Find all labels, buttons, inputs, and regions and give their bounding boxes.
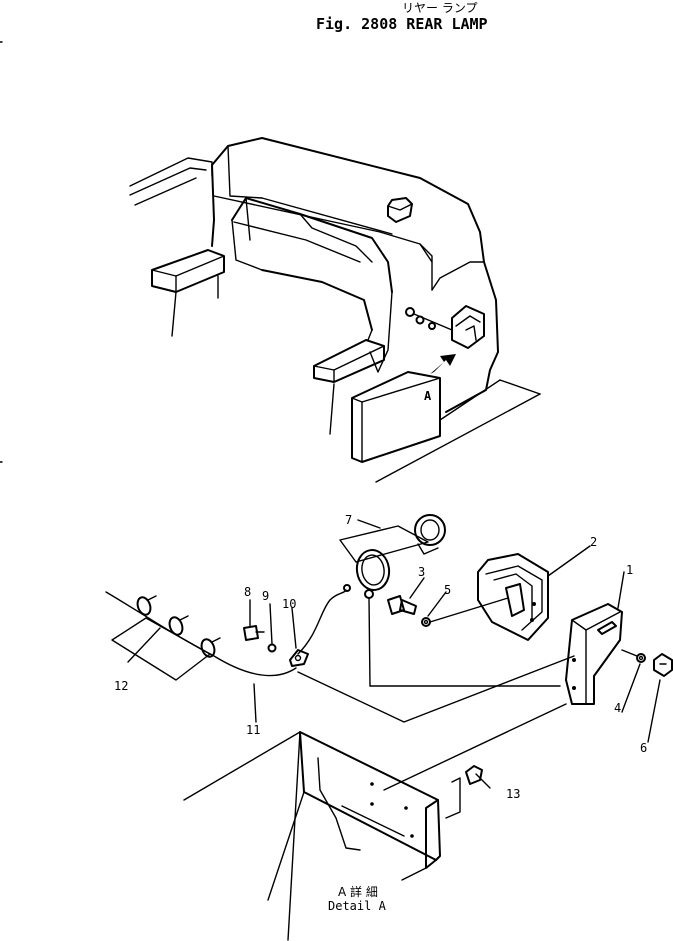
part-label-6: 6 [640, 741, 647, 755]
callouts: 1 2 3 4 5 6 7 8 9 10 11 12 13 [114, 513, 661, 801]
view-arrow-label: A [424, 389, 432, 403]
part-label-13: 13 [506, 787, 520, 801]
part-label-4: 4 [614, 701, 621, 715]
japanese-title: リヤー ランプ [402, 1, 477, 15]
part-label-5: 5 [444, 583, 451, 597]
part-label-3: 3 [418, 565, 425, 579]
machine-body-view: A [0, 41, 541, 483]
part-label-1: 1 [626, 563, 633, 577]
detail-english-caption: Detail A [328, 899, 387, 913]
exploded-assembly [105, 514, 673, 941]
part-label-10: 10 [282, 597, 296, 611]
part-label-7: 7 [345, 513, 352, 527]
part-label-12: 12 [114, 679, 128, 693]
part-label-11: 11 [246, 723, 260, 737]
part-label-2: 2 [590, 535, 597, 549]
part-label-8: 8 [244, 585, 251, 599]
figure-title: Fig. 2808 REAR LAMP [316, 15, 488, 33]
detail-japanese-caption: A 詳 細 [338, 884, 378, 899]
part-label-9: 9 [262, 589, 269, 603]
